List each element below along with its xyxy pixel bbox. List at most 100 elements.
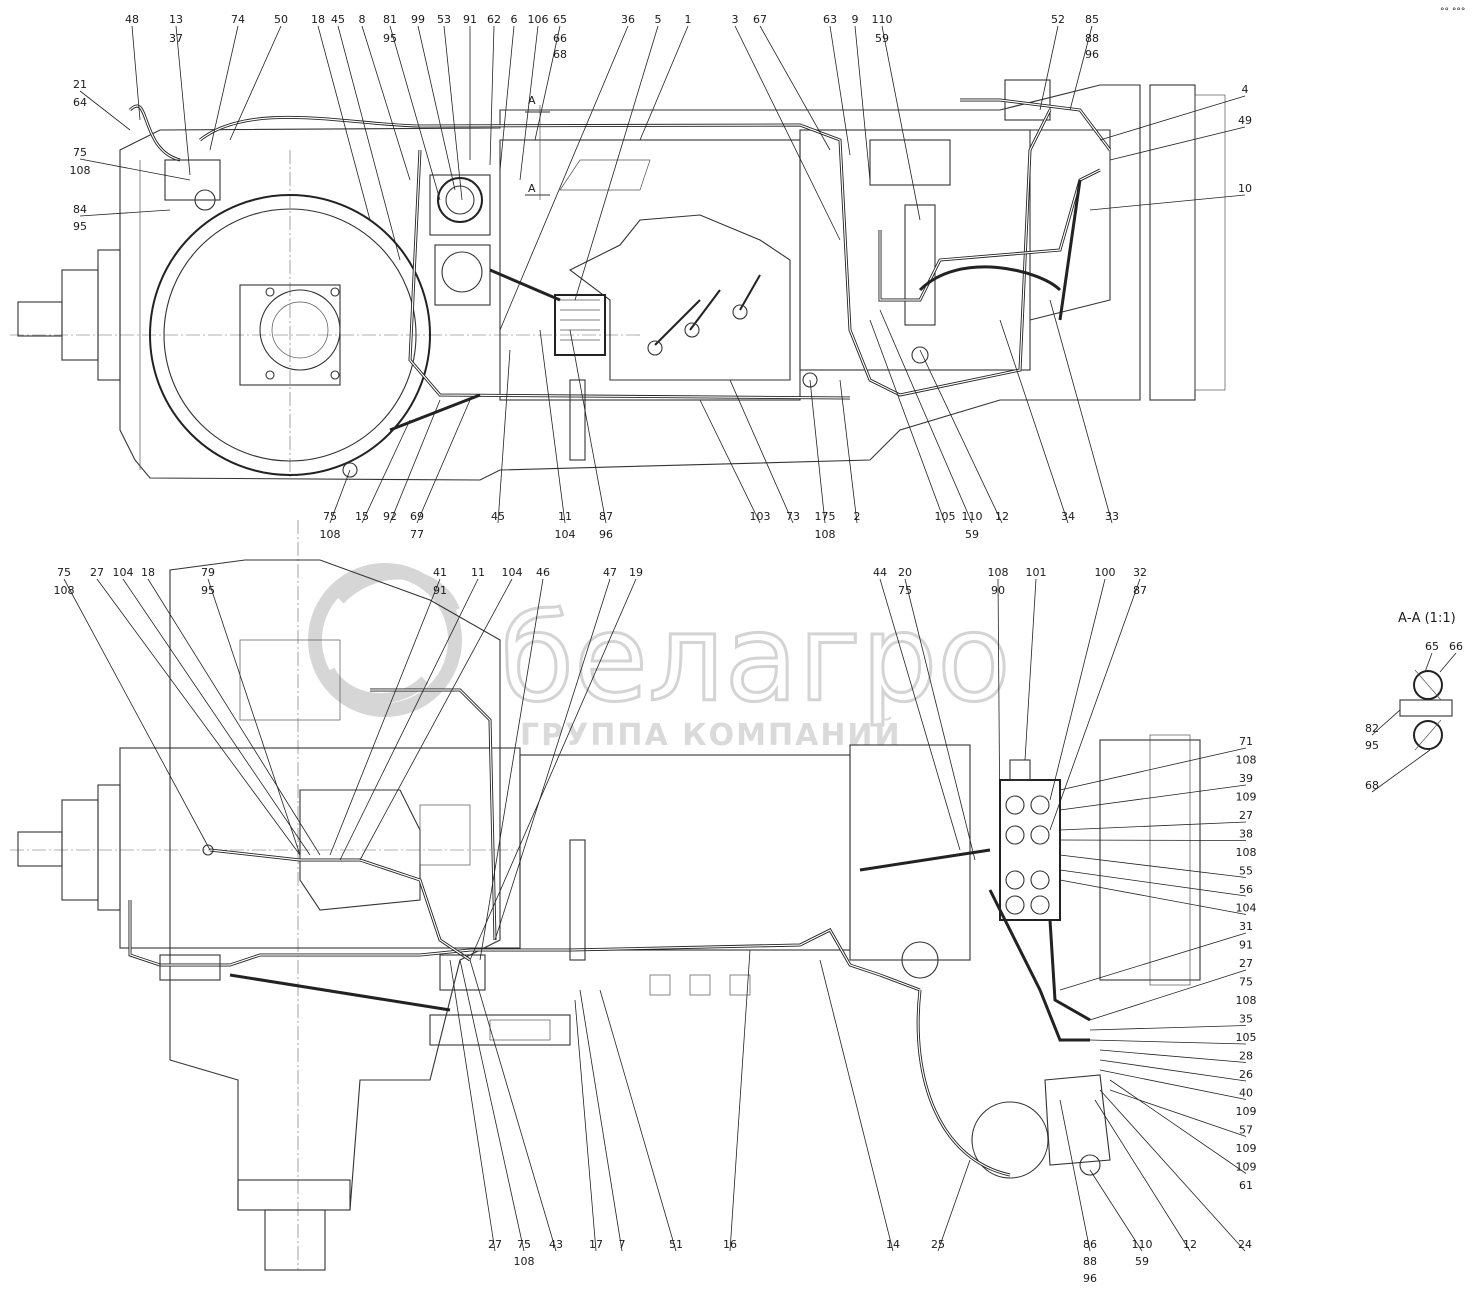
callout-label: 109	[1236, 1142, 1257, 1155]
callout-label: 3	[732, 13, 739, 26]
callout-label: 75	[1239, 976, 1253, 989]
callout-label: 108	[988, 566, 1009, 579]
callout-label: 85	[1085, 13, 1099, 26]
leader-line	[759, 25, 831, 151]
callout-label: 48	[125, 13, 139, 26]
callout-label: 43	[549, 1238, 563, 1251]
callout-label: 47	[603, 566, 617, 579]
leader-line	[1109, 1079, 1247, 1174]
callout-label: 79	[201, 566, 215, 579]
callout-label: 25	[931, 1238, 945, 1251]
watermark-brand: белагро	[500, 590, 1011, 729]
callout-label: 110	[872, 13, 893, 26]
callout-label: 108	[815, 528, 836, 541]
hydraulic-valve	[554, 294, 606, 356]
callout-label: 12	[1183, 1238, 1197, 1251]
leader-line	[469, 578, 637, 961]
leader-line	[209, 25, 239, 151]
callout-label: 95	[73, 220, 87, 233]
leader-line	[881, 25, 921, 221]
callout-label: 27	[90, 566, 104, 579]
callout-label: 95	[1365, 739, 1379, 752]
leader-line	[1059, 784, 1247, 811]
leader-line	[337, 25, 401, 261]
callout-label: 77	[410, 528, 424, 541]
callout-label: 19	[629, 566, 643, 579]
leader-line	[729, 949, 751, 1252]
leader-line	[1039, 25, 1059, 111]
leader-line	[497, 349, 511, 524]
callout-label: 82	[1365, 722, 1379, 735]
callout-label: 27	[1239, 957, 1253, 970]
leader-line	[1089, 969, 1247, 1021]
leader-line	[361, 25, 411, 181]
callout-label: 75	[517, 1238, 531, 1251]
callout-label: 52	[1051, 13, 1065, 26]
callout-label: 105	[1236, 1031, 1257, 1044]
section-title: А-А (1:1)	[1398, 611, 1456, 626]
callout-label: 96	[1085, 48, 1099, 61]
leader-line	[1059, 839, 1247, 841]
callout-label: 110	[1132, 1238, 1153, 1251]
callout-label: 75	[57, 566, 71, 579]
callout-label: 28	[1239, 1050, 1253, 1063]
callout-label: 31	[1239, 920, 1253, 933]
leader-line	[599, 989, 677, 1252]
leader-line	[469, 959, 557, 1252]
callout-label: 11	[558, 510, 572, 523]
callout-label: 11	[471, 566, 485, 579]
leader-line	[459, 959, 525, 1252]
leader-line	[999, 319, 1069, 524]
leader-line	[1424, 652, 1433, 673]
callout-label: 59	[875, 32, 889, 45]
callout-label: 62	[487, 13, 501, 26]
callout-label: 104	[555, 528, 576, 541]
callout-label: 4	[1242, 83, 1249, 96]
callout-label: 45	[331, 13, 345, 26]
leader-line	[937, 1159, 971, 1252]
callout-label: 36	[621, 13, 635, 26]
leader-line	[1059, 932, 1247, 991]
callout-label: 88	[1085, 32, 1099, 45]
leader-line	[1069, 25, 1093, 111]
leader-line	[499, 25, 515, 171]
leader-line	[829, 25, 851, 156]
leader-line	[579, 989, 623, 1252]
leader-line	[79, 90, 131, 131]
callout-label: 100	[1095, 566, 1116, 579]
callout-label: 45	[491, 510, 505, 523]
callout-label: 108	[1236, 846, 1257, 859]
callout-label: 50	[274, 13, 288, 26]
callout-label: 175	[815, 510, 836, 523]
leader-line	[1094, 1099, 1191, 1252]
callout-label: 69	[410, 510, 424, 523]
callout-label: 73	[786, 510, 800, 523]
clutch-housing	[149, 194, 431, 476]
callout-label: 53	[437, 13, 451, 26]
leader-line	[1109, 1089, 1247, 1137]
leader-line	[1024, 578, 1037, 761]
leader-line	[539, 329, 566, 524]
watermark: белагро ГРУППА КОМПАНИЙ	[308, 563, 1012, 753]
leader-line	[389, 399, 441, 524]
callout-label: 68	[553, 48, 567, 61]
leader-line	[361, 419, 411, 524]
leader-line	[1089, 1025, 1247, 1031]
leader-line	[1059, 854, 1247, 878]
leader-line	[416, 399, 471, 524]
callout-label: 95	[383, 32, 397, 45]
callout-label: 108	[514, 1255, 535, 1268]
leader-line	[443, 25, 463, 201]
leader-line	[729, 379, 794, 524]
callout-label: 14	[886, 1238, 900, 1251]
callout-label: 99	[411, 13, 425, 26]
callout-label: 91	[463, 13, 477, 26]
leader-line	[839, 379, 858, 524]
callout-label: 32	[1133, 566, 1147, 579]
leader-line	[499, 25, 629, 331]
leader-line	[574, 999, 597, 1252]
callout-label: 57	[1239, 1124, 1253, 1137]
callout-label: 5	[655, 13, 662, 26]
leader-line	[207, 578, 301, 856]
